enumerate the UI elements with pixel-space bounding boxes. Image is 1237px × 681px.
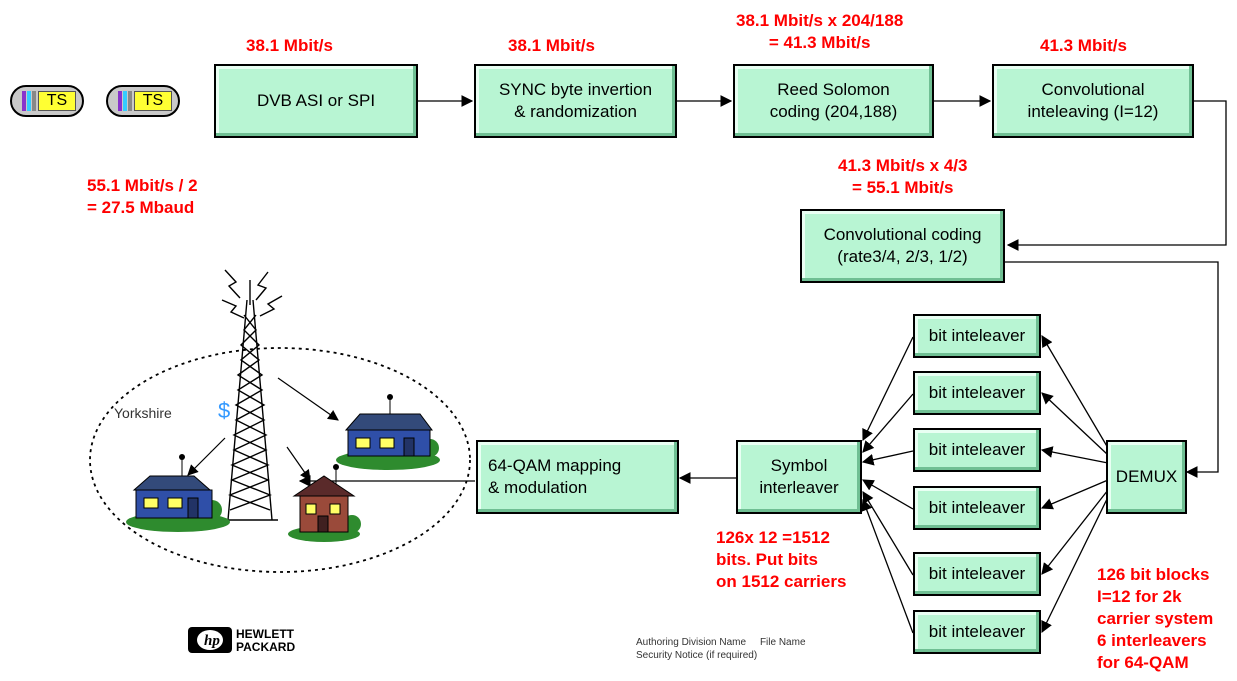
symbol-annotation: 126x 12 =1512 bits. Put bits on 1512 car… (716, 528, 847, 591)
reed-solomon-block: Reed Solomon coding (204,188) (733, 64, 934, 138)
sync-randomization-block: SYNC byte invertion & randomization (474, 64, 677, 138)
ts-packet-icon: TS (10, 85, 84, 117)
region-label: Yorkshire (114, 405, 172, 421)
arrow-demux-bi4 (1040, 479, 1109, 510)
arrow-bi4-sym (861, 479, 914, 510)
arrow-convint-to-convcoding (1006, 100, 1227, 251)
footer-authoring: Authoring Division Name File Name (636, 637, 806, 648)
qam-modulation-block: 64-QAM mapping & modulation (476, 440, 679, 514)
arrow-demux-bi5 (1041, 489, 1109, 575)
demux-block: DEMUX (1106, 440, 1187, 514)
convolutional-coding-block: Convolutional coding (rate3/4, 2/3, 1/2) (800, 209, 1005, 283)
dvb-asi-block: DVB ASI or SPI (214, 64, 418, 138)
hp-logo-text: HEWLETT PACKARD (236, 628, 295, 654)
rate-annotation-convcoding: 41.3 Mbit/s x 4/3 = 55.1 Mbit/s (838, 156, 968, 197)
arrow-tower-house-center (286, 446, 311, 481)
arrow-demux-bi3 (1040, 446, 1109, 464)
arrow-bi3-sym (861, 450, 914, 466)
rate-annotation-dvb: 38.1 Mbit/s (246, 36, 333, 55)
arrow-demux-bi6 (1041, 496, 1109, 634)
coverage-area (89, 347, 471, 573)
arrow-demux-bi1 (1041, 334, 1109, 449)
bit-interleaver-block: bit inteleaver (913, 314, 1041, 358)
ts-label: TS (134, 91, 172, 111)
hp-logo-line2: PACKARD (236, 640, 296, 654)
ts-label: TS (38, 91, 76, 111)
footer-security: Security Notice (if required) (636, 650, 758, 661)
hp-logo-icon: hp (188, 627, 232, 653)
hp-logo-line1: HEWLETT (236, 627, 294, 641)
house-icon (336, 394, 440, 470)
arrow-demux-bi2 (1041, 392, 1109, 456)
bit-interleaver-block: bit inteleaver (913, 371, 1041, 415)
currency-icon: $ (218, 398, 231, 423)
svg-text:hp: hp (204, 633, 220, 649)
arrow-tower-house-right (277, 377, 339, 421)
bit-interleaver-block: bit inteleaver (913, 428, 1041, 472)
house-icon (288, 464, 361, 542)
arrow-convcoding-to-demux (1005, 261, 1219, 478)
symbol-interleaver-block: Symbol interleaver (736, 440, 862, 514)
arrow-bi6-sym (861, 498, 914, 634)
transmitter-tower-icon (221, 269, 283, 521)
convolutional-interleaving-block: Convolutional inteleaving (I=12) (992, 64, 1194, 138)
arrow-bi1-sym (862, 336, 914, 442)
block-annotation: 126 bit blocks I=12 for 2k carrier syste… (1097, 565, 1214, 672)
arrow-bi2-sym (862, 393, 914, 453)
rate-annotation-convint: 41.3 Mbit/s (1040, 36, 1127, 55)
ts-packet-icon: TS (106, 85, 180, 117)
bit-interleaver-block: bit inteleaver (913, 552, 1041, 596)
arrow-tower-house-left (187, 437, 226, 476)
baud-annotation: 55.1 Mbit/s / 2 = 27.5 Mbaud (87, 176, 198, 217)
rate-annotation-rs: 38.1 Mbit/s x 204/188 = 41.3 Mbit/s (736, 11, 904, 52)
bit-interleaver-block: bit inteleaver (913, 486, 1041, 530)
rate-annotation-sync: 38.1 Mbit/s (508, 36, 595, 55)
bit-interleaver-block: bit inteleaver (913, 610, 1041, 654)
house-icon (126, 454, 230, 532)
